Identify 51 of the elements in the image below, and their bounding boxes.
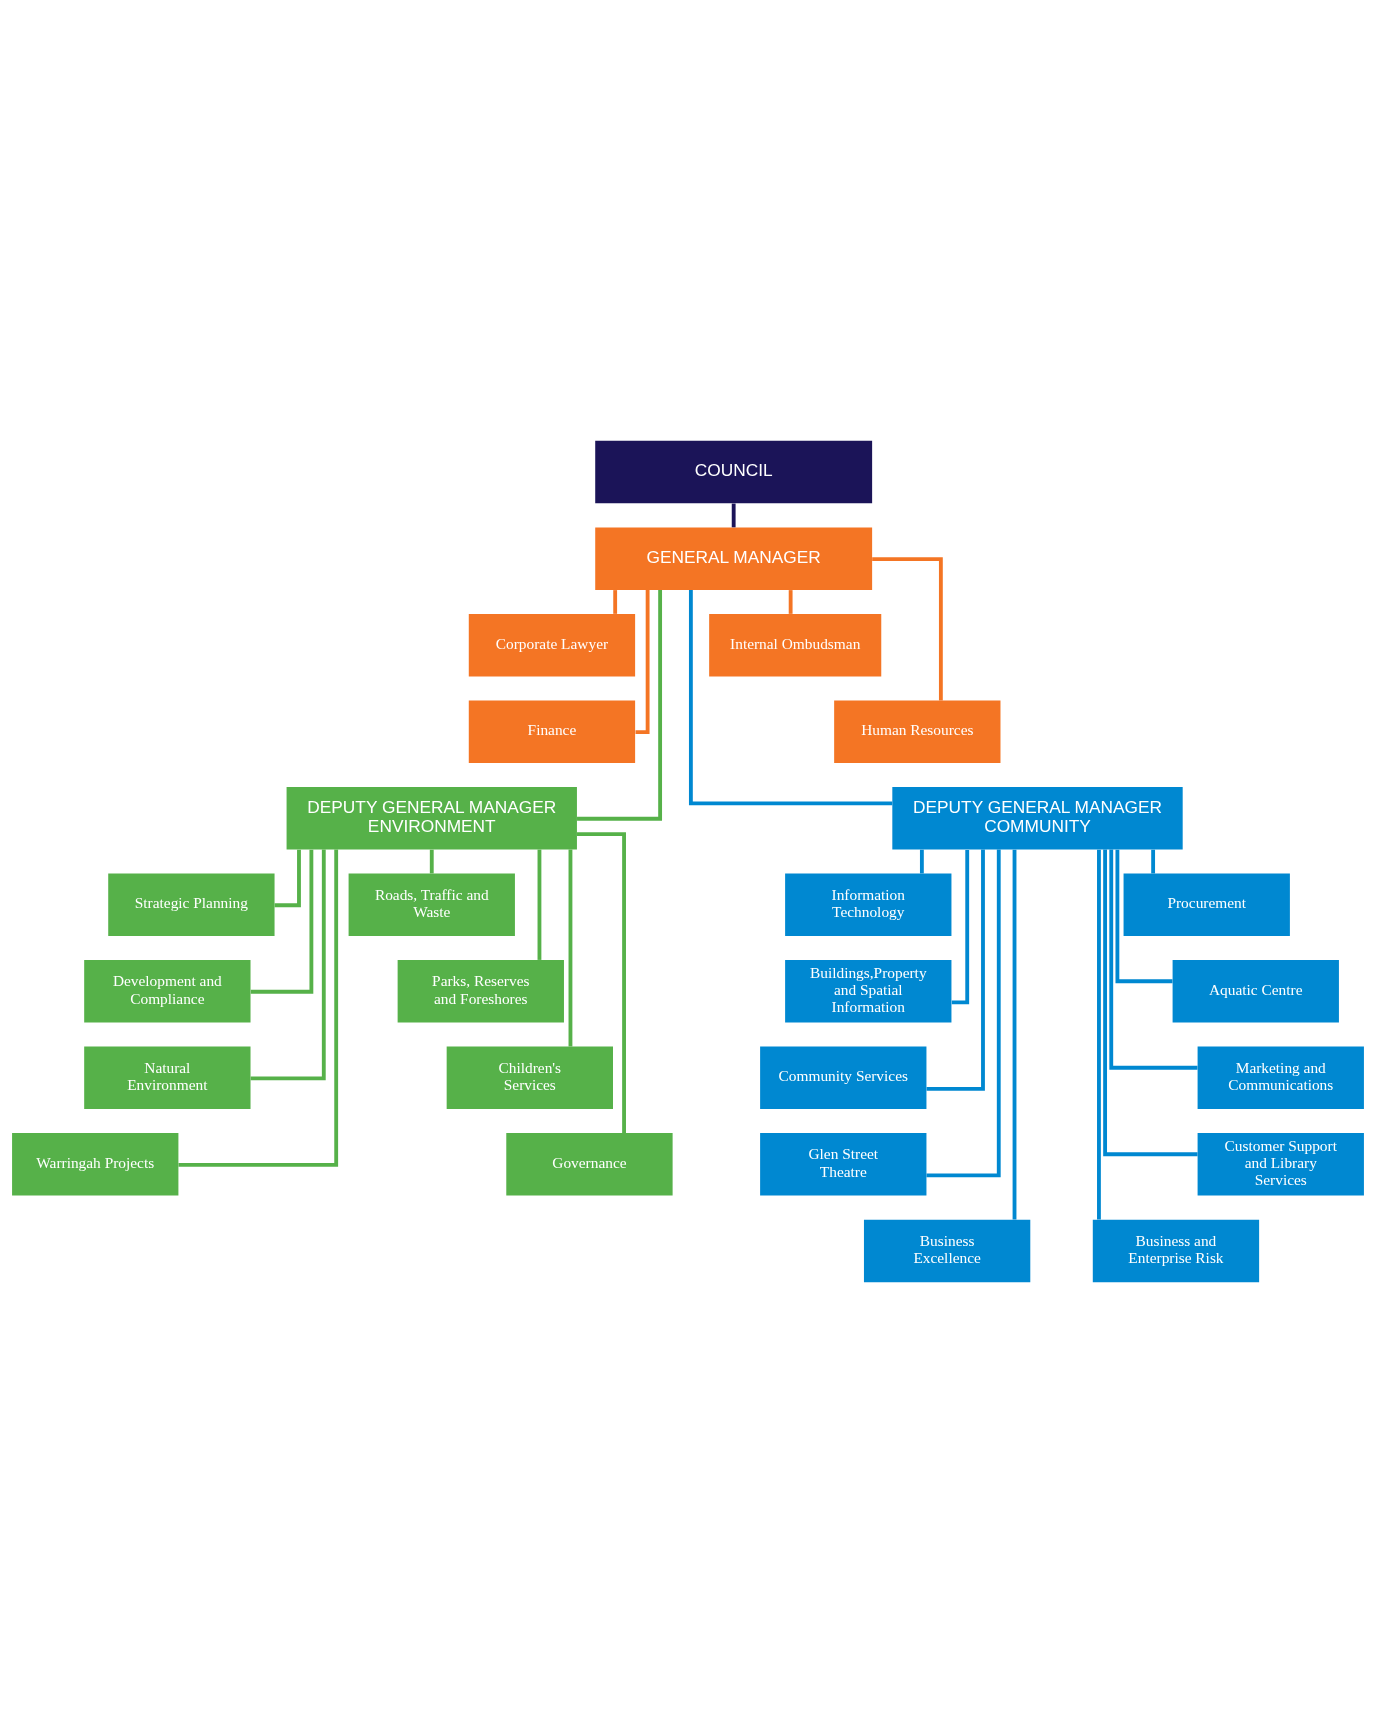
node-box: Community Services <box>760 1046 927 1109</box>
connector <box>635 589 650 734</box>
connector <box>250 849 314 994</box>
connector <box>250 849 326 1080</box>
node-box: DEPUTY GENERAL MANAGER COMMUNITY <box>892 786 1183 849</box>
node-box: Aquatic Centre <box>1172 959 1339 1023</box>
node-box: Finance <box>468 699 636 763</box>
node-box: GENERAL MANAGER <box>595 526 873 590</box>
node-box: Strategic Planning <box>108 873 275 936</box>
connector <box>926 849 985 1091</box>
node-box: Glen Street Theatre <box>760 1132 927 1196</box>
connector <box>613 589 618 614</box>
connector <box>429 849 434 873</box>
node-box: Marketing and Communications <box>1197 1046 1364 1109</box>
node-box: Natural Environment <box>84 1046 251 1109</box>
connector <box>951 849 970 1004</box>
connector <box>1151 849 1156 873</box>
connector <box>274 849 301 907</box>
connector <box>178 849 339 1167</box>
node-box: Information Technology <box>785 873 952 936</box>
node-box: Customer Support and Library Services <box>1197 1132 1364 1196</box>
node-box: Development and Compliance <box>84 959 251 1023</box>
node-box: DEPUTY GENERAL MANAGER ENVIRONMENT <box>286 786 577 849</box>
node-box: Business and Enterprise Risk <box>1092 1219 1260 1282</box>
node-box: Procurement <box>1123 873 1290 936</box>
node-box: Warringah Projects <box>12 1132 179 1196</box>
connector <box>926 849 1001 1177</box>
connector <box>1097 849 1101 1220</box>
node-box: Children's Services <box>446 1046 613 1109</box>
connector <box>1103 849 1198 1156</box>
connector <box>537 849 542 960</box>
connector <box>788 589 793 614</box>
node-box: Governance <box>506 1132 673 1196</box>
connector <box>577 589 663 821</box>
node-box: Business Excellence <box>863 1219 1031 1282</box>
connector <box>872 556 943 700</box>
node-box: Human Resources <box>834 699 1001 763</box>
connector <box>919 849 924 873</box>
node-box: Parks, Reserves and Foreshores <box>397 959 564 1023</box>
connector <box>1115 849 1173 983</box>
node-box: Roads, Traffic and Waste <box>348 873 515 936</box>
node-box: COUNCIL <box>595 440 873 503</box>
connector <box>577 831 626 1133</box>
connector <box>1109 849 1198 1070</box>
node-box: Corporate Lawyer <box>468 613 636 676</box>
connector <box>568 849 573 1046</box>
node-box: Internal Ombudsman <box>709 613 882 676</box>
connector <box>1012 849 1017 1220</box>
connector <box>731 503 736 527</box>
connector <box>688 589 893 805</box>
node-box: Buildings,Property and Spatial Information <box>785 959 952 1023</box>
